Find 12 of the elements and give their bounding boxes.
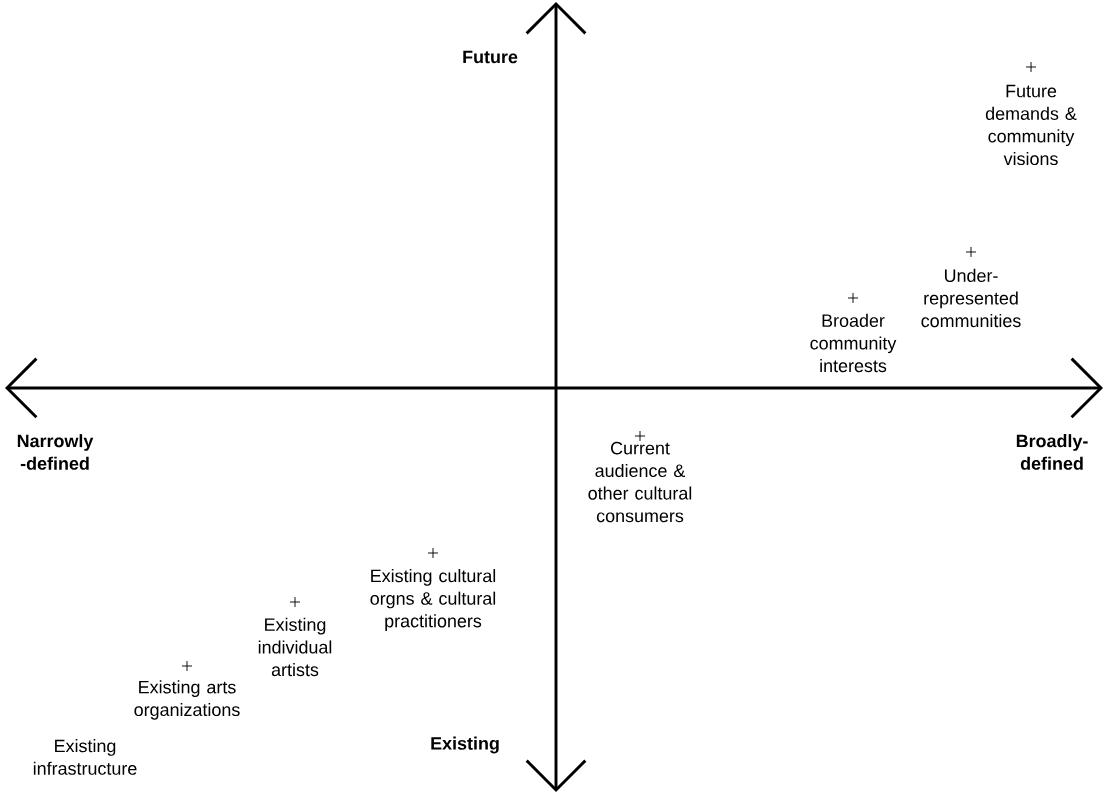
point-label: Existing infrastructure — [33, 739, 137, 775]
point-label: Existing arts organizations — [134, 680, 240, 720]
point-label: Future demands & community visions — [985, 84, 1077, 166]
axis-label: Narrowly -defined — [17, 434, 94, 470]
axis-label: Broadly- defined — [1016, 434, 1088, 470]
axis-label: Future — [463, 50, 518, 64]
point-label: Broader community interests — [810, 313, 897, 373]
point-label: Existing cultural orgns & cultural practitioners — [370, 569, 496, 631]
point-label: Current audience & other cultural consumers — [588, 441, 692, 523]
point-label: Under- represented communities — [921, 268, 1021, 328]
point-label: Existing individual artists — [258, 617, 332, 677]
axis-label: Existing — [431, 736, 499, 754]
